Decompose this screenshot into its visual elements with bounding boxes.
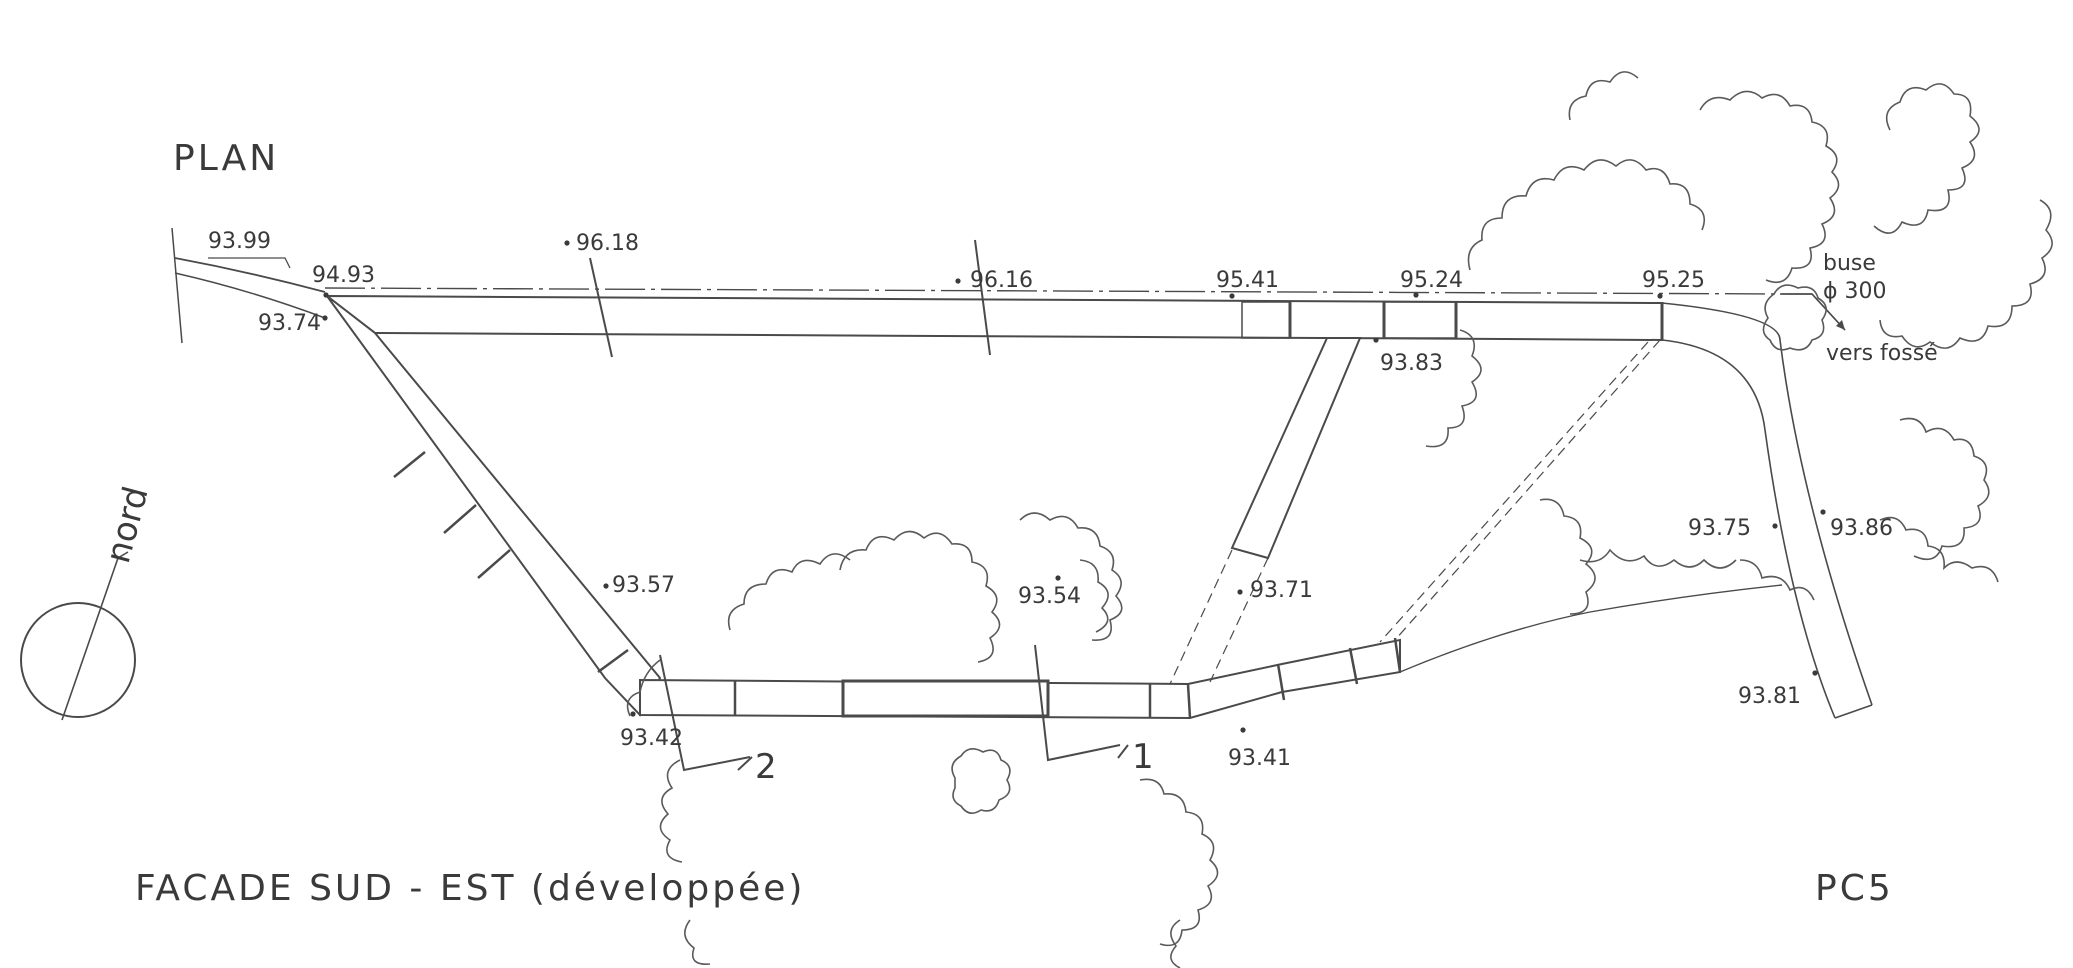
spot-height-marker: [323, 292, 329, 298]
spot-height-marker: [1812, 670, 1818, 676]
elevation-label: 94.93: [312, 263, 375, 288]
spot-height-marker: [564, 240, 570, 246]
elevation-label: 96.16: [970, 268, 1033, 293]
elevation-label: 95.41: [1216, 268, 1279, 293]
shrub-small-icon: [951, 748, 1011, 814]
spot-height-marker: [1240, 727, 1246, 733]
tree-canopy-right-lower-icon: [1425, 329, 1999, 615]
spot-height-marker: [1055, 575, 1061, 581]
spot-height-marker: [1229, 293, 1235, 299]
shrub-right-icon: [1762, 284, 1827, 351]
elevation-label: 93.41: [1228, 746, 1291, 771]
elevation-labels: 93.99 94.93 93.74 96.18 96.16 95.41 95.24 95.25…: [208, 229, 1893, 771]
pipe-outlet-arrow: [1780, 293, 1846, 331]
tree-canopy-right-icon: [1467, 71, 2053, 349]
vegetation: [626, 71, 2053, 968]
plan-title: PLAN: [173, 138, 279, 179]
spot-height-marker: [1772, 523, 1778, 529]
elevation-label: 95.25: [1642, 268, 1705, 293]
elevation-label: 93.71: [1250, 578, 1313, 603]
elevation-label: 93.57: [612, 573, 675, 598]
sheet-number: PC5: [1815, 868, 1894, 909]
pipe-diameter: ϕ 300: [1823, 279, 1887, 304]
spot-height-marker: [1237, 589, 1243, 595]
road-edge: [171, 227, 326, 344]
facade-title: FACADE SUD - EST (développée): [135, 868, 805, 909]
driveway: [1399, 302, 1873, 719]
elevation-label: 93.54: [1018, 584, 1081, 609]
elevation-label: 93.83: [1380, 351, 1443, 376]
elevation-label: 96.18: [576, 231, 639, 256]
section-1-label: 1: [1132, 737, 1154, 777]
elevation-label: 93.99: [208, 229, 271, 254]
north-arrow: [20, 551, 136, 721]
pipe-label: buse: [1823, 251, 1876, 276]
tree-center-icon: [727, 512, 1123, 663]
elevation-label: 93.42: [620, 726, 683, 751]
elevation-label: 93.81: [1738, 684, 1801, 709]
north-label: nord: [98, 482, 157, 567]
spot-height-marker: [1413, 292, 1419, 298]
spot-height-marker: [322, 315, 328, 321]
property-boundary-line: [324, 287, 1812, 295]
elevation-label: 95.24: [1400, 268, 1463, 293]
section-2-label: 2: [755, 747, 777, 787]
section-cut-lines: [589, 239, 1129, 772]
spot-height-marker: [955, 278, 961, 284]
spot-height-marker: [630, 711, 636, 717]
spot-height-marker: [1820, 509, 1826, 515]
elevation-label: 93.75: [1688, 516, 1751, 541]
outlet-label: vers fossé: [1826, 341, 1938, 366]
shrub-bottom-left-icon: [626, 659, 711, 965]
spot-height-marker: [1373, 337, 1379, 343]
elevation-label: 93.74: [258, 311, 321, 336]
building-walls: [324, 294, 1664, 720]
spot-height-marker: [603, 583, 609, 589]
elevation-label: 93.86: [1830, 516, 1893, 541]
dashed-projection-lines: [1169, 339, 1661, 685]
shrub-bottom-center-icon: [1139, 778, 1219, 968]
spot-height-marker: [1657, 293, 1663, 299]
